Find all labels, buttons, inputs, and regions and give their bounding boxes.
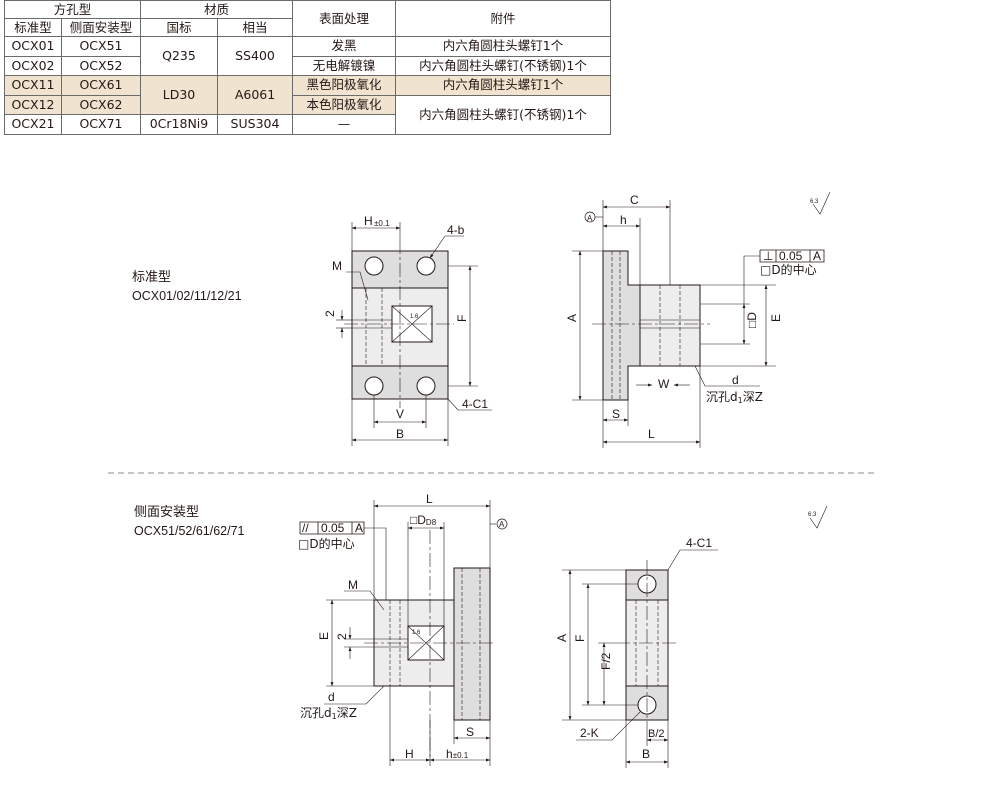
label-sink-2: 沉孔d1深Z	[300, 706, 357, 721]
dim-B-2: B	[642, 747, 650, 761]
label-4C1-2: 4-C1	[686, 536, 712, 550]
cell-surface: 黑色阳极氧化	[292, 75, 396, 96]
dim-H-2: H	[405, 747, 414, 761]
dim-F-2: F	[573, 635, 587, 642]
spec-table: 方孔型 材质 表面处理 附件 标准型 侧面安装型 国标 相当 OCX01 OCX…	[4, 0, 611, 135]
label-M: M	[332, 259, 342, 273]
dim-h: h	[620, 213, 627, 227]
dim-H: H	[364, 214, 373, 228]
dim-A: A	[565, 314, 579, 322]
th-side-mount: 侧面安装型	[61, 18, 141, 37]
table-row: OCX11 OCX61 LD30 A6061 黑色阳极氧化 内六角圆柱头螺钉1个	[4, 75, 611, 115]
dim-h-2: h±0.1	[446, 747, 469, 761]
dim-L-2: L	[426, 492, 433, 506]
dim-2: 2	[323, 310, 337, 317]
dim-S: S	[612, 407, 620, 421]
cell-acc: 内六角圆柱头螺钉1个	[395, 36, 611, 57]
section2-title: 侧面安装型	[134, 505, 199, 520]
cell-surface: 无电解镀镍	[292, 55, 396, 76]
dim-D-2: □DD8	[410, 513, 437, 527]
roughness-63-2: 6.3	[808, 512, 817, 518]
cell-surface: 发黑	[292, 36, 396, 57]
label-d-2: d	[328, 690, 335, 704]
D-center-2: □D的中心	[298, 536, 355, 551]
dim-S-2: S	[466, 725, 474, 739]
cell-acc: 内六角圆柱头螺钉(不锈钢)1个	[395, 94, 611, 135]
dim-L: L	[648, 427, 655, 441]
dim-B2: B/2	[648, 728, 665, 740]
label-d: d	[732, 373, 739, 387]
dim-2-2: 2	[335, 633, 349, 640]
th-surface: 表面处理	[292, 0, 396, 37]
label-2K: 2-K	[580, 726, 599, 740]
roughness-63: 6.3	[810, 199, 819, 205]
rough-16-2: 1.6	[412, 630, 421, 636]
cell-std: OCX11	[4, 75, 62, 96]
dim-D: □D	[745, 312, 759, 328]
table-row: OCX02 OCX52 无电解镀镍 内六角圆柱头螺钉(不锈钢)1个	[4, 55, 611, 76]
label-M-2: M	[348, 578, 358, 592]
cell-side: OCX71	[61, 114, 141, 135]
dim-E-2: E	[317, 632, 331, 640]
datum-A-marker: A	[587, 214, 593, 223]
th-accessory: 附件	[395, 0, 611, 37]
cell-eq: A6061	[217, 75, 293, 115]
standard-front-view	[336, 222, 492, 446]
perp-symbol: ⊥	[763, 249, 773, 263]
tol-005: 0.05	[779, 249, 803, 263]
cell-acc: 内六角圆柱头螺钉(不锈钢)1个	[395, 55, 611, 76]
dim-H-tol: ±0.1	[374, 219, 390, 228]
th-standard: 标准型	[4, 18, 62, 37]
cell-side: OCX62	[61, 94, 141, 115]
side-mount-end-view	[562, 549, 718, 768]
rough-16: 1.6	[410, 314, 419, 320]
cell-std: OCX21	[4, 114, 62, 135]
standard-side-view	[572, 191, 831, 448]
cell-side: OCX61	[61, 75, 141, 96]
dim-W: W	[658, 377, 670, 391]
dim-A-2: A	[555, 634, 569, 642]
dim-V: V	[396, 407, 404, 421]
tol-005-2: 0.05	[321, 521, 345, 535]
label-4C1: 4-C1	[462, 397, 488, 411]
datum-A: A	[813, 249, 821, 263]
dim-E: E	[769, 314, 783, 322]
dim-F: F	[455, 315, 469, 322]
datum-A-2: A	[355, 521, 363, 535]
cell-std: OCX01	[4, 36, 62, 57]
D-center: □D的中心	[760, 262, 817, 277]
section2-models: OCX51/52/61/62/71	[134, 524, 245, 538]
cell-eq: SS400	[217, 36, 293, 76]
dim-C: C	[630, 193, 639, 207]
table-row: OCX01 OCX51 Q235 SS400 发黑 内六角圆柱头螺钉1个	[4, 36, 611, 76]
dim-B: B	[396, 427, 404, 441]
label-sink: 沉孔d1深Z	[706, 390, 763, 405]
cell-surface: —	[292, 114, 396, 135]
table-row: OCX21 OCX71 0Cr18Ni9 SUS304 —	[4, 114, 611, 135]
section1-title: 标准型	[132, 270, 171, 285]
cell-gb: LD30	[140, 75, 218, 115]
label-4b: 4-b	[447, 223, 465, 237]
cell-gb: 0Cr18Ni9	[140, 114, 218, 135]
side-mount-front-view	[299, 500, 828, 766]
dim-F2: F/2	[599, 652, 613, 670]
th-hole-type: 方孔型	[4, 0, 141, 19]
section1-models: OCX01/02/11/12/21	[132, 289, 242, 303]
parallel-symbol: //	[302, 521, 309, 535]
datum-A-marker-2: A	[499, 520, 505, 529]
